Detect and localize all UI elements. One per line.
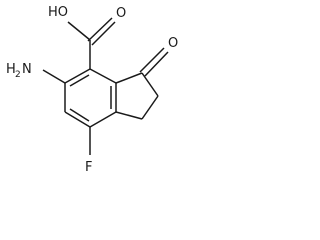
amino-subscript-label: 2 (15, 70, 21, 80)
ketone-group: O (139, 36, 178, 77)
ketone-double-bond-b (144, 51, 169, 77)
carboxyl-single-bond-oh (67, 21, 91, 41)
bond-ch2-ch2 (141, 95, 159, 120)
bond-ring-amino (42, 69, 66, 84)
benzene-ring (64, 68, 117, 128)
ketone-oxygen-label: O (168, 36, 178, 51)
acid-oxygen-label: O (116, 6, 126, 21)
amino-group: H 2 N (6, 62, 66, 84)
amino-h-label: H (6, 62, 16, 77)
bond-c3-c4 (64, 111, 91, 128)
amino-n-label: N (22, 62, 32, 77)
hydroxyl-label: HO (48, 5, 68, 20)
ketone-double-bond-a (139, 47, 165, 73)
carboxyl-double-bond-b (91, 21, 116, 46)
five-membered-ring (115, 72, 159, 120)
carboxyl-double-bond-a (87, 17, 113, 42)
double-bond-c1-c2-inner (69, 74, 90, 87)
fluorine-label: F (85, 160, 92, 175)
bond-c4-c5 (89, 111, 117, 128)
bond-c6-ketone-carbon (115, 72, 143, 84)
bond-ch2-c5 (115, 111, 143, 120)
fluoro-group: F (85, 127, 92, 175)
bond-c6-c1 (89, 68, 117, 84)
carboxylic-acid-group: O HO (48, 5, 126, 69)
bond-ketone-carbon-ch2 (141, 72, 159, 97)
double-bond-c3-c4-inner (69, 108, 90, 122)
bond-c1-c2 (64, 68, 91, 84)
molecule-structure: O O HO H 2 N F (6, 5, 178, 175)
